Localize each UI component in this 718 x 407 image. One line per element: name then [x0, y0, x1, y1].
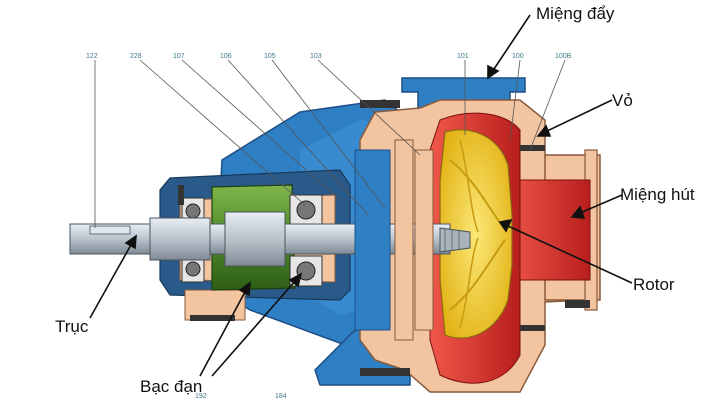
- part-number-106: 106: [220, 53, 232, 60]
- part-number-105: 105: [264, 53, 276, 60]
- part-number-184: 184: [275, 393, 287, 400]
- bolts: [178, 100, 590, 376]
- label-suction: Miệng hút: [620, 185, 695, 204]
- label-bearing: Bạc đạn: [140, 377, 202, 396]
- part-number-101: 101: [457, 53, 469, 60]
- callout-arrows: [89, 14, 633, 377]
- part-number-122: 122: [86, 53, 98, 60]
- part-number-100: 100: [512, 53, 524, 60]
- label-shaft: Trục: [55, 317, 89, 336]
- part-number-100b: 100B: [555, 53, 572, 60]
- part-leader-lines: [94, 59, 566, 228]
- part-numbers: 122 228 107 106 105 103 101 100 100B 184…: [86, 53, 572, 400]
- seal-chamber: [354, 139, 434, 341]
- bearing-left: [181, 197, 205, 283]
- label-rotor: Rotor: [633, 275, 675, 294]
- label-discharge: Miệng đẩy: [536, 4, 615, 23]
- part-number-228: 228: [130, 53, 142, 60]
- labels: Miệng đẩy Vỏ Miệng hút Rotor Trục Bạc đạ…: [55, 4, 695, 396]
- part-number-103: 103: [310, 53, 322, 60]
- part-number-107: 107: [173, 53, 185, 60]
- part-number-192: 192: [195, 393, 207, 400]
- label-casing: Vỏ: [612, 91, 633, 110]
